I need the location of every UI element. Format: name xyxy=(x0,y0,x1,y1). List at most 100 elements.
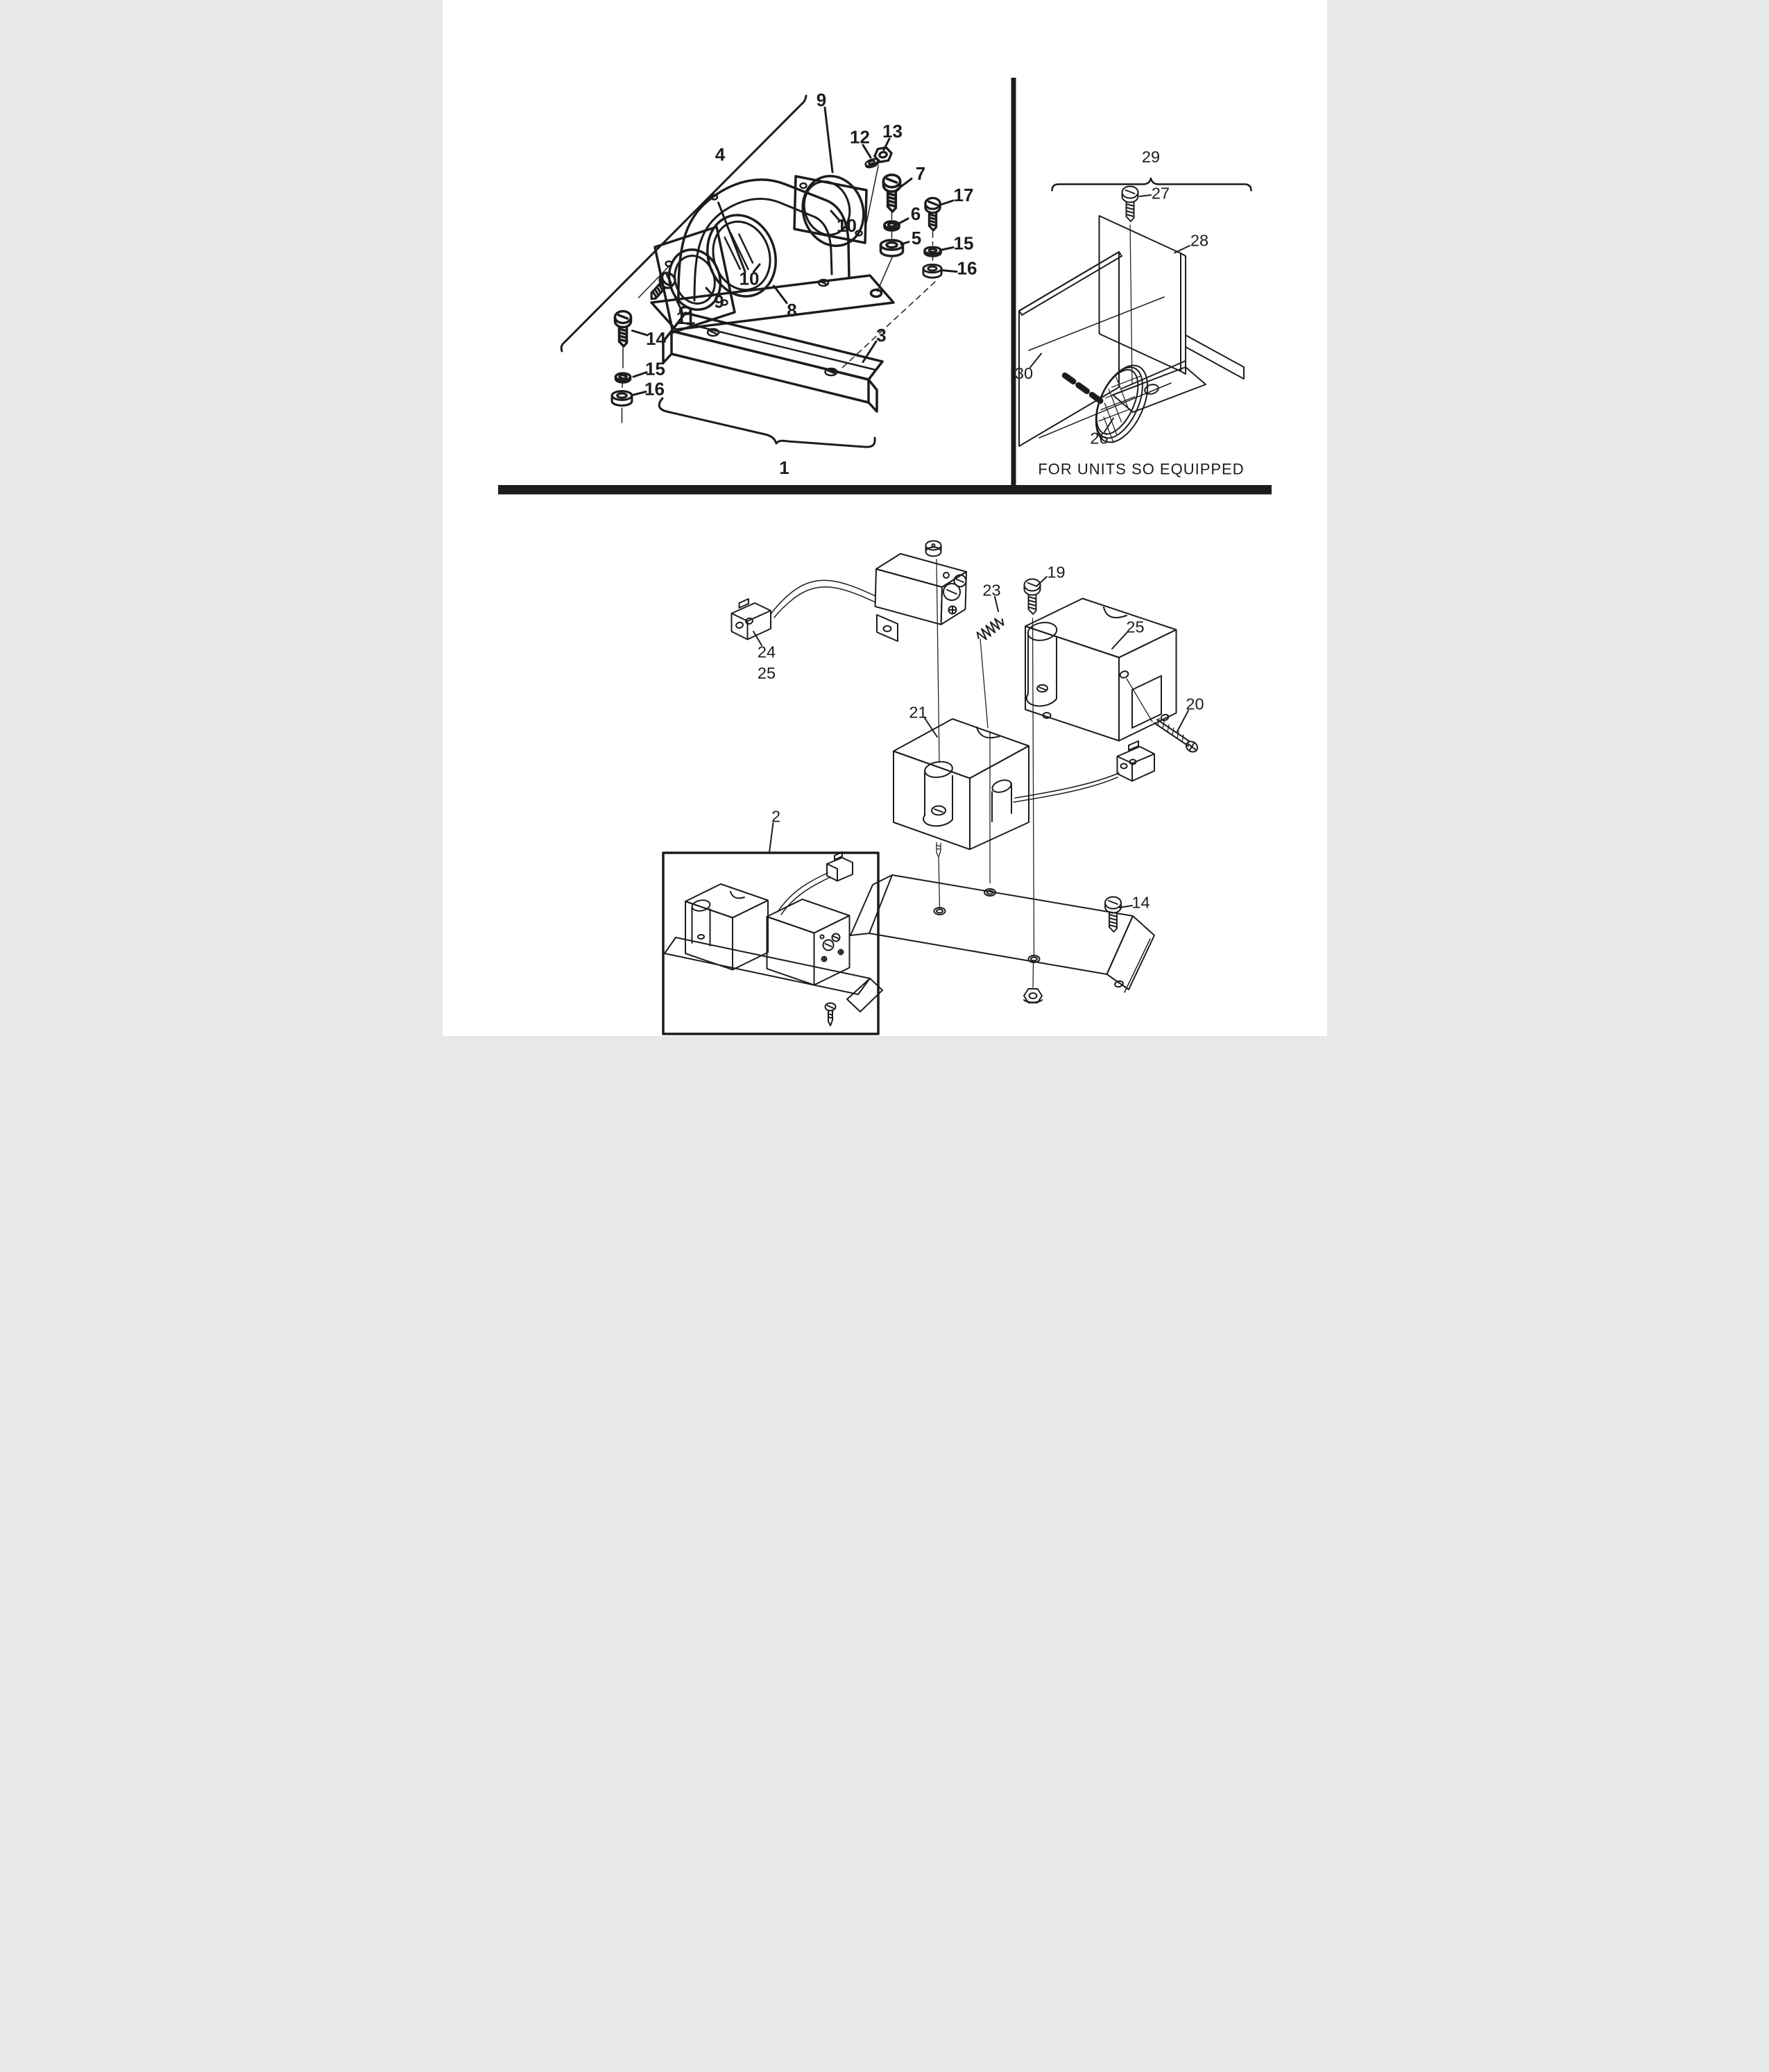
callout-leader-9 xyxy=(823,106,833,173)
part-callout-15: 15 xyxy=(953,233,973,254)
reflector-mount-dashes xyxy=(1061,372,1104,405)
panel-caption: FOR UNITS SO EQUIPPED xyxy=(1038,461,1244,478)
part-callout-24: 24 xyxy=(757,643,775,661)
motor-mount-exploded-view xyxy=(560,94,943,448)
part-callout-19: 19 xyxy=(1047,563,1065,581)
part-callout-6: 6 xyxy=(910,203,920,224)
cover-25 xyxy=(1024,597,1177,742)
fastener-column-14-15-16 xyxy=(610,309,633,423)
callout-leader-30 xyxy=(1029,353,1042,368)
channel-bracket-3 xyxy=(661,312,884,413)
screw-20-icon xyxy=(1153,717,1198,753)
callout-leader-8 xyxy=(772,285,787,304)
callout-leader-20 xyxy=(1176,710,1189,732)
part-callout-25: 25 xyxy=(757,664,775,682)
part-callout-26: 26 xyxy=(1090,430,1108,448)
switch-box xyxy=(874,540,967,642)
part-callout-11: 11 xyxy=(676,307,695,328)
part-callout-12: 12 xyxy=(850,127,870,148)
part-callout-27: 27 xyxy=(1151,185,1169,203)
callout-leader-14 xyxy=(1118,905,1133,908)
callout-leader-15 xyxy=(632,371,647,378)
callout-leader-11 xyxy=(674,296,683,312)
callout-leader-27 xyxy=(1138,194,1152,197)
part-callout-23: 23 xyxy=(982,581,1000,600)
callout-leader-6 xyxy=(894,217,909,227)
callout-leader-14 xyxy=(631,330,648,337)
callout-leader-10 xyxy=(830,210,840,221)
parts-diagram: FOR UNITS SO EQUIPPED 941213717106515169… xyxy=(442,0,1327,1036)
part-callout-10: 10 xyxy=(837,215,857,236)
part-callout-14: 14 xyxy=(1131,894,1150,912)
part-callout-8: 8 xyxy=(787,300,796,321)
assembly-brace-1 xyxy=(658,397,876,448)
part-callout-29: 29 xyxy=(1141,148,1159,166)
callout-leader-13 xyxy=(882,137,890,151)
part-callout-9: 9 xyxy=(714,291,724,312)
callout-leader-23 xyxy=(993,596,999,612)
callout-leader-17 xyxy=(937,199,954,207)
flange-nut xyxy=(1023,988,1043,1003)
part-callout-20: 20 xyxy=(1186,695,1204,713)
part-callout-1: 1 xyxy=(779,457,789,478)
part-callout-13: 13 xyxy=(882,121,903,142)
flange-ring-top xyxy=(792,174,868,248)
section-dividers xyxy=(497,78,1272,495)
part-callout-30: 30 xyxy=(1014,364,1032,382)
inset-connector xyxy=(776,851,853,915)
callout-leader-21 xyxy=(923,717,938,738)
fastener-column-7-6-5 xyxy=(876,173,904,292)
reflector-26 xyxy=(1095,364,1148,443)
part-callout-16: 16 xyxy=(957,258,977,279)
callout-leader-5 xyxy=(900,241,909,246)
callout-leader-3 xyxy=(862,340,877,363)
base-plate xyxy=(849,731,1155,993)
part-callout-15: 15 xyxy=(645,359,665,380)
cover-21-screw-tip xyxy=(935,842,941,858)
part-callout-21: 21 xyxy=(909,704,927,722)
washer-12-nut-13 xyxy=(863,145,894,227)
callout-leader-16 xyxy=(941,269,957,273)
gasket-left xyxy=(638,226,736,334)
part-callout-2: 2 xyxy=(771,808,780,826)
part-callout-4: 4 xyxy=(715,144,725,165)
callout-leader-10 xyxy=(717,201,746,273)
brace-29 xyxy=(1050,177,1252,192)
part-callout-9: 9 xyxy=(816,90,826,110)
callout-leader-25 xyxy=(1111,631,1128,649)
callout-leader-16 xyxy=(632,391,647,396)
callout-leader-19 xyxy=(1036,576,1048,586)
switch-exploded-view xyxy=(730,540,1198,1003)
inset-part2 xyxy=(661,851,883,1035)
callout-leader-2 xyxy=(768,822,774,853)
inset-border xyxy=(661,851,880,1035)
reflector-bracket-view xyxy=(1018,177,1252,447)
inset-plate xyxy=(663,937,883,1026)
part-callout-28: 28 xyxy=(1190,232,1208,250)
callout-leader-24 xyxy=(752,631,762,646)
callout-leader-12 xyxy=(862,144,871,159)
spring-23 xyxy=(976,618,1004,640)
connector-24 xyxy=(730,598,771,640)
part-callout-17: 17 xyxy=(953,185,973,205)
page-background xyxy=(442,0,1327,1036)
callout-leader-26 xyxy=(1103,417,1114,433)
l-bracket-28 xyxy=(1027,215,1245,439)
inset-screw xyxy=(824,1002,836,1026)
part-callout-14: 14 xyxy=(646,328,666,349)
part-callout-5: 5 xyxy=(911,228,921,248)
callout-leader-7 xyxy=(895,178,912,192)
part-callout-7: 7 xyxy=(915,163,925,184)
callout-leader-28 xyxy=(1173,245,1190,254)
part-callout-3: 3 xyxy=(876,325,886,346)
callout-leader-10 xyxy=(752,263,760,273)
callout-leader-15 xyxy=(939,246,954,251)
cable xyxy=(770,579,876,618)
inset-left-cover xyxy=(684,883,769,971)
fastener-column-17-15-16 xyxy=(840,196,943,369)
strap-part4 xyxy=(560,94,807,353)
part-callout-10: 10 xyxy=(739,269,759,289)
callout-leader-9 xyxy=(705,287,714,297)
